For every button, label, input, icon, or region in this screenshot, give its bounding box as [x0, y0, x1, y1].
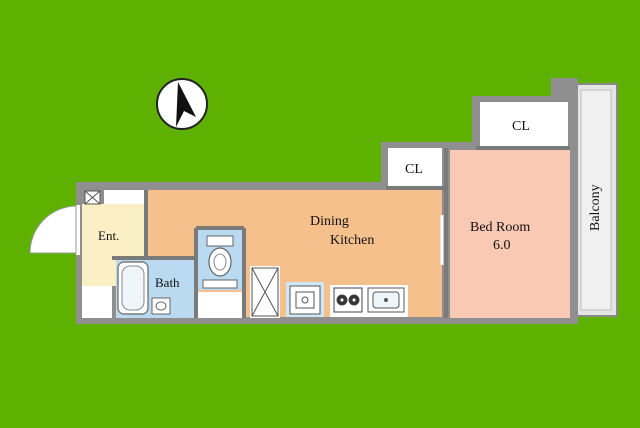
room-label-balcony: Balcony: [588, 184, 603, 231]
room-label-closet-lower: CL: [405, 162, 423, 177]
entrance-door-swing: [29, 205, 77, 254]
room-label-bedroom: Bed Room: [470, 220, 530, 235]
toilet-front: [198, 292, 242, 318]
north-arrow-icon: [156, 78, 208, 130]
balcony: [574, 83, 618, 317]
pipe-shaft-icon: [251, 267, 279, 317]
shoe-cabinet: [104, 190, 146, 204]
meter-box-icon: [84, 190, 101, 205]
room-label-bedroom-size: 6.0: [493, 238, 511, 253]
room-label-dining: Dining: [310, 214, 349, 229]
room-label-kitchen: Kitchen: [330, 233, 374, 248]
room-label-bath: Bath: [155, 275, 180, 290]
room-label-closet-upper: CL: [512, 119, 530, 134]
toilet-icon: [202, 235, 238, 289]
stove-icon: [333, 287, 363, 313]
bedroom-area: [450, 150, 570, 318]
entrance-step: [82, 286, 112, 318]
washing-machine-icon: [289, 285, 321, 315]
kitchen-sink-icon: [367, 287, 405, 313]
room-label-entrance: Ent.: [98, 228, 119, 243]
bathtub-icon: [117, 261, 149, 315]
closet-lower: [388, 148, 442, 186]
interior-walls: [112, 146, 570, 318]
closet-upper: [480, 102, 568, 146]
wash-basin-icon: [151, 297, 171, 315]
